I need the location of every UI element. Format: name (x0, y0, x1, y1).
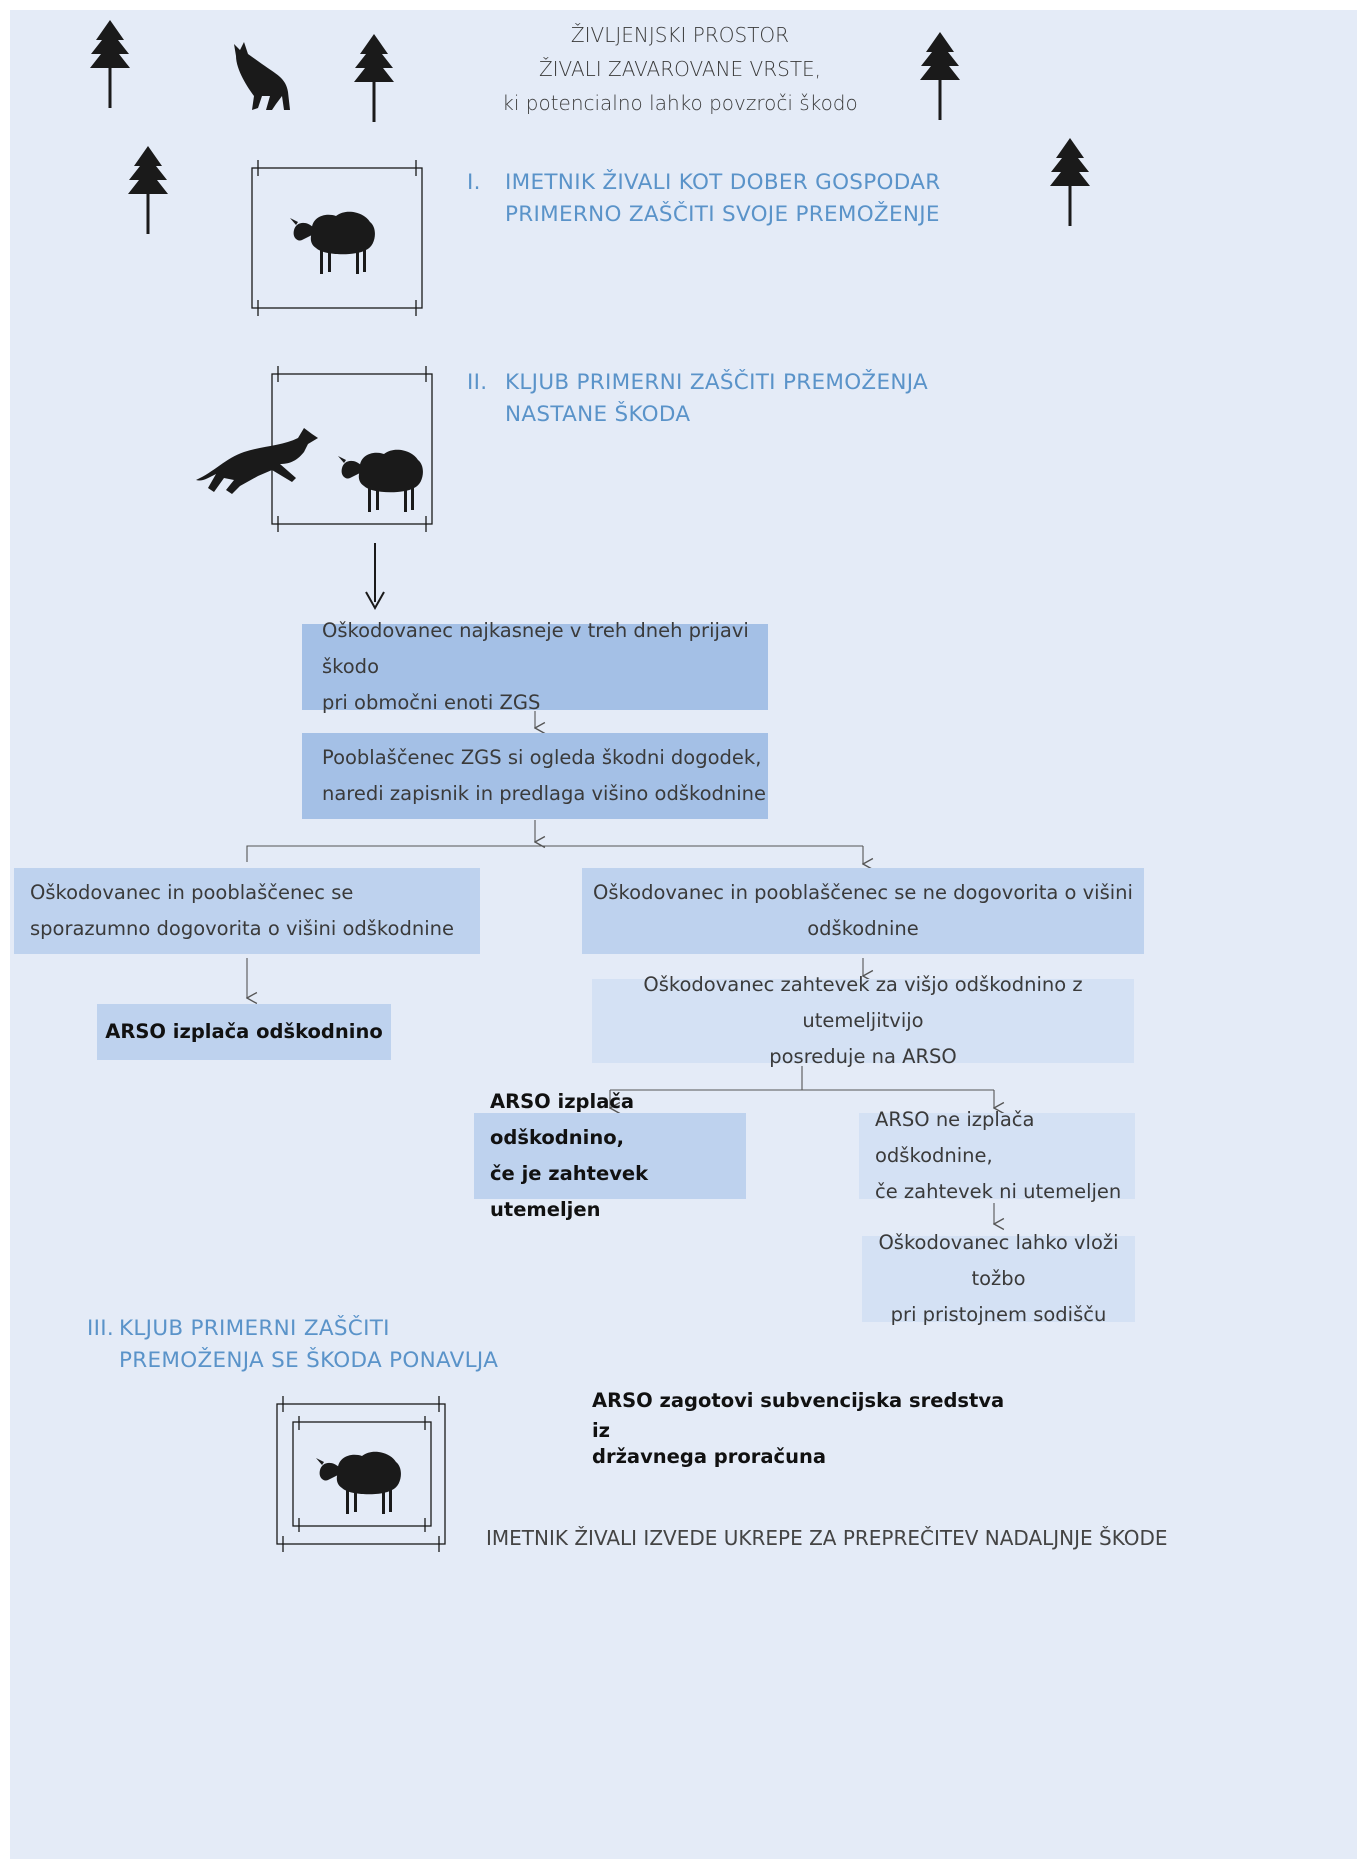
disagreement-box: Oškodovanec in pooblaščenec se ne dogovo… (582, 868, 1144, 954)
final-measures-text: IMETNIK ŽIVALI IZVEDE UKREPE ZA PREPREČI… (486, 1526, 1168, 1550)
tree-icon (354, 34, 394, 122)
sheep-icon (290, 211, 375, 274)
pays-if-valid-box: ARSO izplača odškodnino, če je zahtevek … (474, 1090, 746, 1221)
arso-pays-box: ARSO izplača odškodnino (97, 1004, 391, 1060)
box-line: Oškodovanec najkasneje v treh dneh prija… (322, 619, 749, 678)
inspection-box: Pooblaščenec ZGS si ogleda škodni dogode… (302, 733, 768, 819)
subsidy-text: ARSO zagotovi subvencijska sredstva iz d… (592, 1386, 1012, 1472)
jumping-wolf-icon (196, 428, 318, 494)
habitat-line: ŽIVALI ZAVAROVANE VRSTE, (538, 57, 822, 81)
box-line: posreduje na ARSO (769, 1045, 957, 1068)
box-line: če je zahtevek utemeljen (490, 1162, 649, 1221)
step-1-heading: I. IMETNIK ŽIVALI KOT DOBER GOSPODAR PRI… (467, 164, 940, 240)
fence-enclosure-icon (276, 1396, 446, 1552)
subsidy-line: ARSO zagotovi subvencijska sredstva iz (592, 1389, 1005, 1442)
habitat-line: ŽIVLJENJSKI PROSTOR (570, 23, 790, 47)
habitat-line: ki potencialno lahko povzroči škodo (502, 91, 858, 115)
box-line: ARSO izplača odškodnino, (490, 1090, 635, 1149)
appeal-box: Oškodovanec zahtevek za višjo odškodnino… (592, 973, 1134, 1068)
box-line: pri pristojnem sodišču (890, 1303, 1107, 1326)
fence-enclosure-icon (251, 160, 423, 316)
step-heading-line: KLJUB PRIMERNI ZAŠČITI (119, 1316, 390, 1341)
step-3-heading: III. KLJUB PRIMERNI ZAŠČITI PREMOŽENJA S… (87, 1310, 507, 1386)
step-2-heading: II. KLJUB PRIMERNI ZAŠČITI PREMOŽENJA NA… (467, 364, 928, 440)
box-line: Oškodovanec zahtevek za višjo odškodnino… (643, 973, 1083, 1032)
step-number: II. (467, 370, 488, 395)
box-line: naredi zapisnik in predlaga višino odško… (322, 782, 767, 805)
box-line: sporazumno dogovorita o višini odškodnin… (30, 917, 454, 940)
no-pay-box: ARSO ne izplača odškodnine, če zahtevek … (859, 1108, 1135, 1203)
report-damage-box: Oškodovanec najkasneje v treh dneh prija… (302, 619, 768, 714)
tree-icon (90, 20, 130, 108)
tree-icon (920, 32, 960, 120)
agreement-box: Oškodovanec in pooblaščenec se sporazumn… (14, 868, 480, 954)
lawsuit-box: Oškodovanec lahko vloži tožbo pri pristo… (862, 1231, 1135, 1326)
tree-icon (1050, 138, 1090, 226)
step-heading-line: PRIMERNO ZAŠČITI SVOJE PREMOŽENJE (505, 202, 940, 227)
box-line: Pooblaščenec ZGS si ogleda škodni dogode… (322, 746, 762, 769)
wolf-icon (234, 42, 290, 110)
box-line: pri območni enoti ZGS (322, 691, 541, 714)
tree-icon (128, 146, 168, 234)
step-number: III. (87, 1316, 115, 1341)
habitat-caption: ŽIVLJENJSKI PROSTOR ŽIVALI ZAVAROVANE VR… (480, 18, 880, 120)
step-heading-line: IMETNIK ŽIVALI KOT DOBER GOSPODAR (505, 170, 941, 195)
step-number: I. (467, 170, 481, 195)
box-line: odškodnine (807, 917, 919, 940)
box-line: Oškodovanec in pooblaščenec se ne dogovo… (593, 881, 1133, 904)
box-line: Oškodovanec in pooblaščenec se (30, 881, 354, 904)
box-line: če zahtevek ni utemeljen (875, 1180, 1122, 1203)
subsidy-line: državnega proračuna (592, 1445, 827, 1468)
step-heading-line: NASTANE ŠKODA (505, 402, 691, 427)
sheep-icon (316, 1451, 401, 1514)
sheep-icon (338, 449, 423, 512)
box-line: Oškodovanec lahko vloži tožbo (878, 1231, 1119, 1290)
step-heading-line: KLJUB PRIMERNI ZAŠČITI PREMOŽENJA (505, 370, 928, 395)
arrow-down-icon (365, 543, 385, 611)
box-line: ARSO izplača odškodnino (105, 1020, 383, 1043)
connector-line (246, 845, 863, 862)
box-line: ARSO ne izplača odškodnine, (875, 1108, 1035, 1167)
step-heading-line: PREMOŽENJA SE ŠKODA PONAVLJA (119, 1348, 499, 1373)
